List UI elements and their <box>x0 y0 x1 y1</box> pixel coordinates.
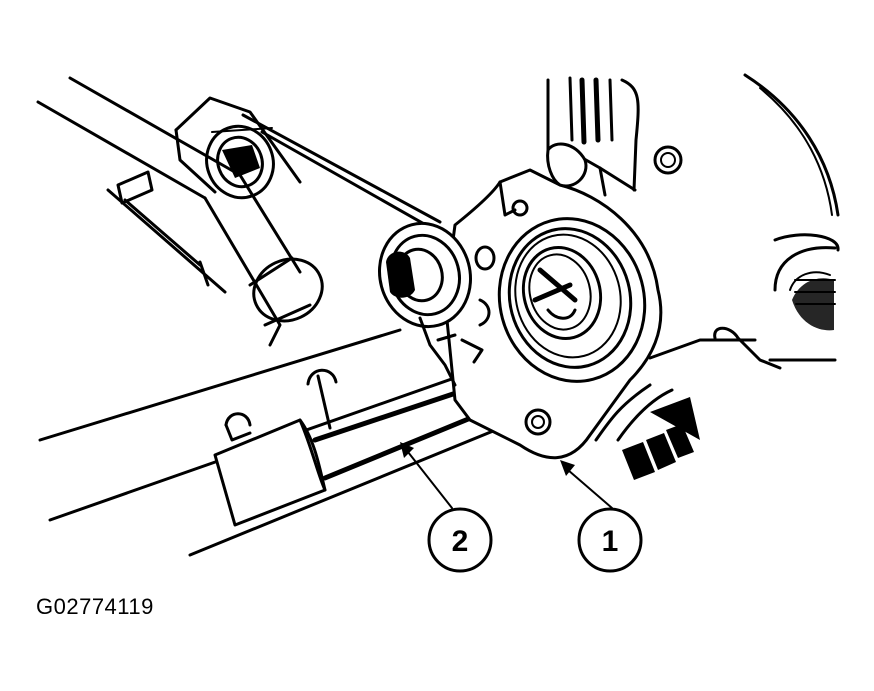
callout-2-label: 2 <box>452 525 469 558</box>
direction-arrow-icon <box>622 397 700 480</box>
right-lever-arm <box>594 326 837 442</box>
idler-mount <box>377 221 473 387</box>
leader-line-1 <box>560 460 613 509</box>
upper-mount-bracket <box>546 76 683 197</box>
upper-bracket-arm <box>36 76 302 347</box>
leader-line-2 <box>400 442 453 509</box>
tensioner-pulley <box>497 217 647 383</box>
figure-id: G02774119 <box>36 594 154 619</box>
upper-bracket-bolt <box>205 124 275 200</box>
bracket-spacer-cylinder <box>248 256 324 327</box>
callout-1-label: 1 <box>602 525 619 558</box>
rail-sleeve <box>213 418 327 527</box>
callout-2: 2 <box>427 507 493 573</box>
right-damper-wheel <box>773 233 840 331</box>
callout-1: 1 <box>577 507 643 573</box>
engine-cover-arc <box>743 73 840 217</box>
